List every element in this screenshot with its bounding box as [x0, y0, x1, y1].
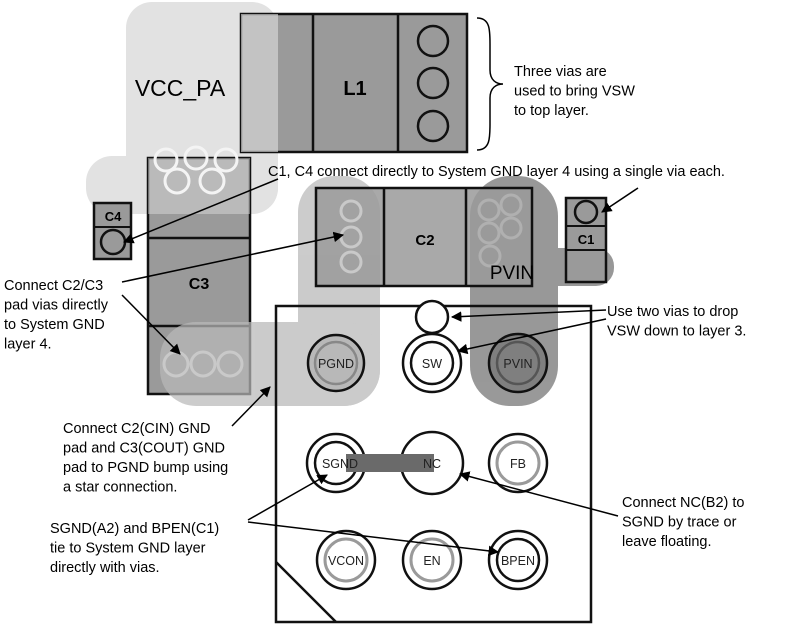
label-sgnd: SGND — [322, 457, 358, 471]
label-vcon: VCON — [328, 554, 364, 568]
annotation-line: pad vias directly — [4, 298, 109, 314]
note-star: Connect C2(CIN) GND pad and C3(COUT) GND p… — [63, 421, 228, 496]
annotation-line: pad to PGND bump using — [63, 460, 228, 476]
label-c4: C4 — [105, 209, 122, 224]
annotation-line: to System GND — [4, 317, 105, 333]
note-sgnd: SGND(A2) and BPEN(C1) tie to System GND l… — [50, 521, 219, 576]
l1-via-2 — [416, 66, 450, 100]
label-fb: FB — [510, 457, 526, 471]
annotation-line: directly with vias. — [50, 560, 160, 576]
inductor-l1 — [239, 12, 469, 154]
pin1-marker — [275, 561, 337, 623]
label-c1: C1 — [578, 232, 595, 247]
annotation-line: to top layer. — [514, 103, 589, 119]
label-pvin: PVIN — [503, 357, 532, 371]
bump-vcon — [315, 529, 377, 591]
sw-via — [414, 299, 450, 335]
bump-pvin — [487, 332, 549, 394]
annotation-line: Connect NC(B2) to — [622, 495, 745, 511]
label-pgnd: PGND — [318, 357, 354, 371]
annotation-line: C1, C4 connect directly to System GND la… — [268, 164, 725, 180]
note-c2-c3: Connect C2/C3 pad vias directly to System … — [4, 278, 109, 353]
annotation-line: VSW down to layer 3. — [607, 324, 746, 340]
label-vcc-pa: VCC_PA — [135, 75, 226, 101]
annotation-line: Connect C2(CIN) GND — [63, 421, 210, 437]
annotation-line: SGND by trace or — [622, 515, 737, 531]
note-c1-c4: C1, C4 connect directly to System GND la… — [268, 164, 725, 180]
annotation-line: pad and C3(COUT) GND — [63, 441, 225, 457]
annotation-line: layer 4. — [4, 337, 52, 353]
annotation-line: Use two vias to drop — [607, 304, 738, 320]
label-pvin-plane: PVIN — [490, 263, 534, 284]
label-sw: SW — [422, 357, 442, 371]
three-vias-brace — [476, 17, 504, 151]
capacitor-c2 — [314, 186, 534, 288]
annotation-arrows — [121, 178, 639, 557]
label-c3: C3 — [189, 276, 210, 293]
bump-pgnd — [306, 333, 366, 393]
annotation-line: tie to System GND layer — [50, 541, 206, 557]
label-bpen: BPEN — [501, 554, 535, 568]
bump-bpen — [487, 529, 549, 591]
l1-via-1 — [416, 24, 450, 58]
sgnd-nc-trace — [346, 454, 434, 472]
annotation-line: a star connection. — [63, 480, 177, 496]
annotation-line: Connect C2/C3 — [4, 278, 103, 294]
annotation-line: SGND(A2) and BPEN(C1) — [50, 521, 219, 537]
capacitor-c1 — [564, 196, 608, 284]
annotation-line: used to bring VSW — [514, 84, 635, 100]
label-en: EN — [423, 554, 440, 568]
label-l1: L1 — [343, 78, 366, 100]
bump-fb — [487, 432, 549, 494]
note-nc: Connect NC(B2) to SGND by trace or leave f… — [622, 495, 745, 550]
bump-sw — [401, 332, 463, 394]
l1-via-3 — [416, 109, 450, 143]
annotation-line: Three vias are — [514, 64, 607, 80]
label-nc: NC — [423, 457, 441, 471]
label-c2: C2 — [415, 232, 434, 249]
annotation-line: leave floating. — [622, 534, 711, 550]
note-three-vias: Three vias are used to bring VSW to top la… — [514, 64, 635, 119]
capacitor-c4 — [92, 201, 133, 261]
